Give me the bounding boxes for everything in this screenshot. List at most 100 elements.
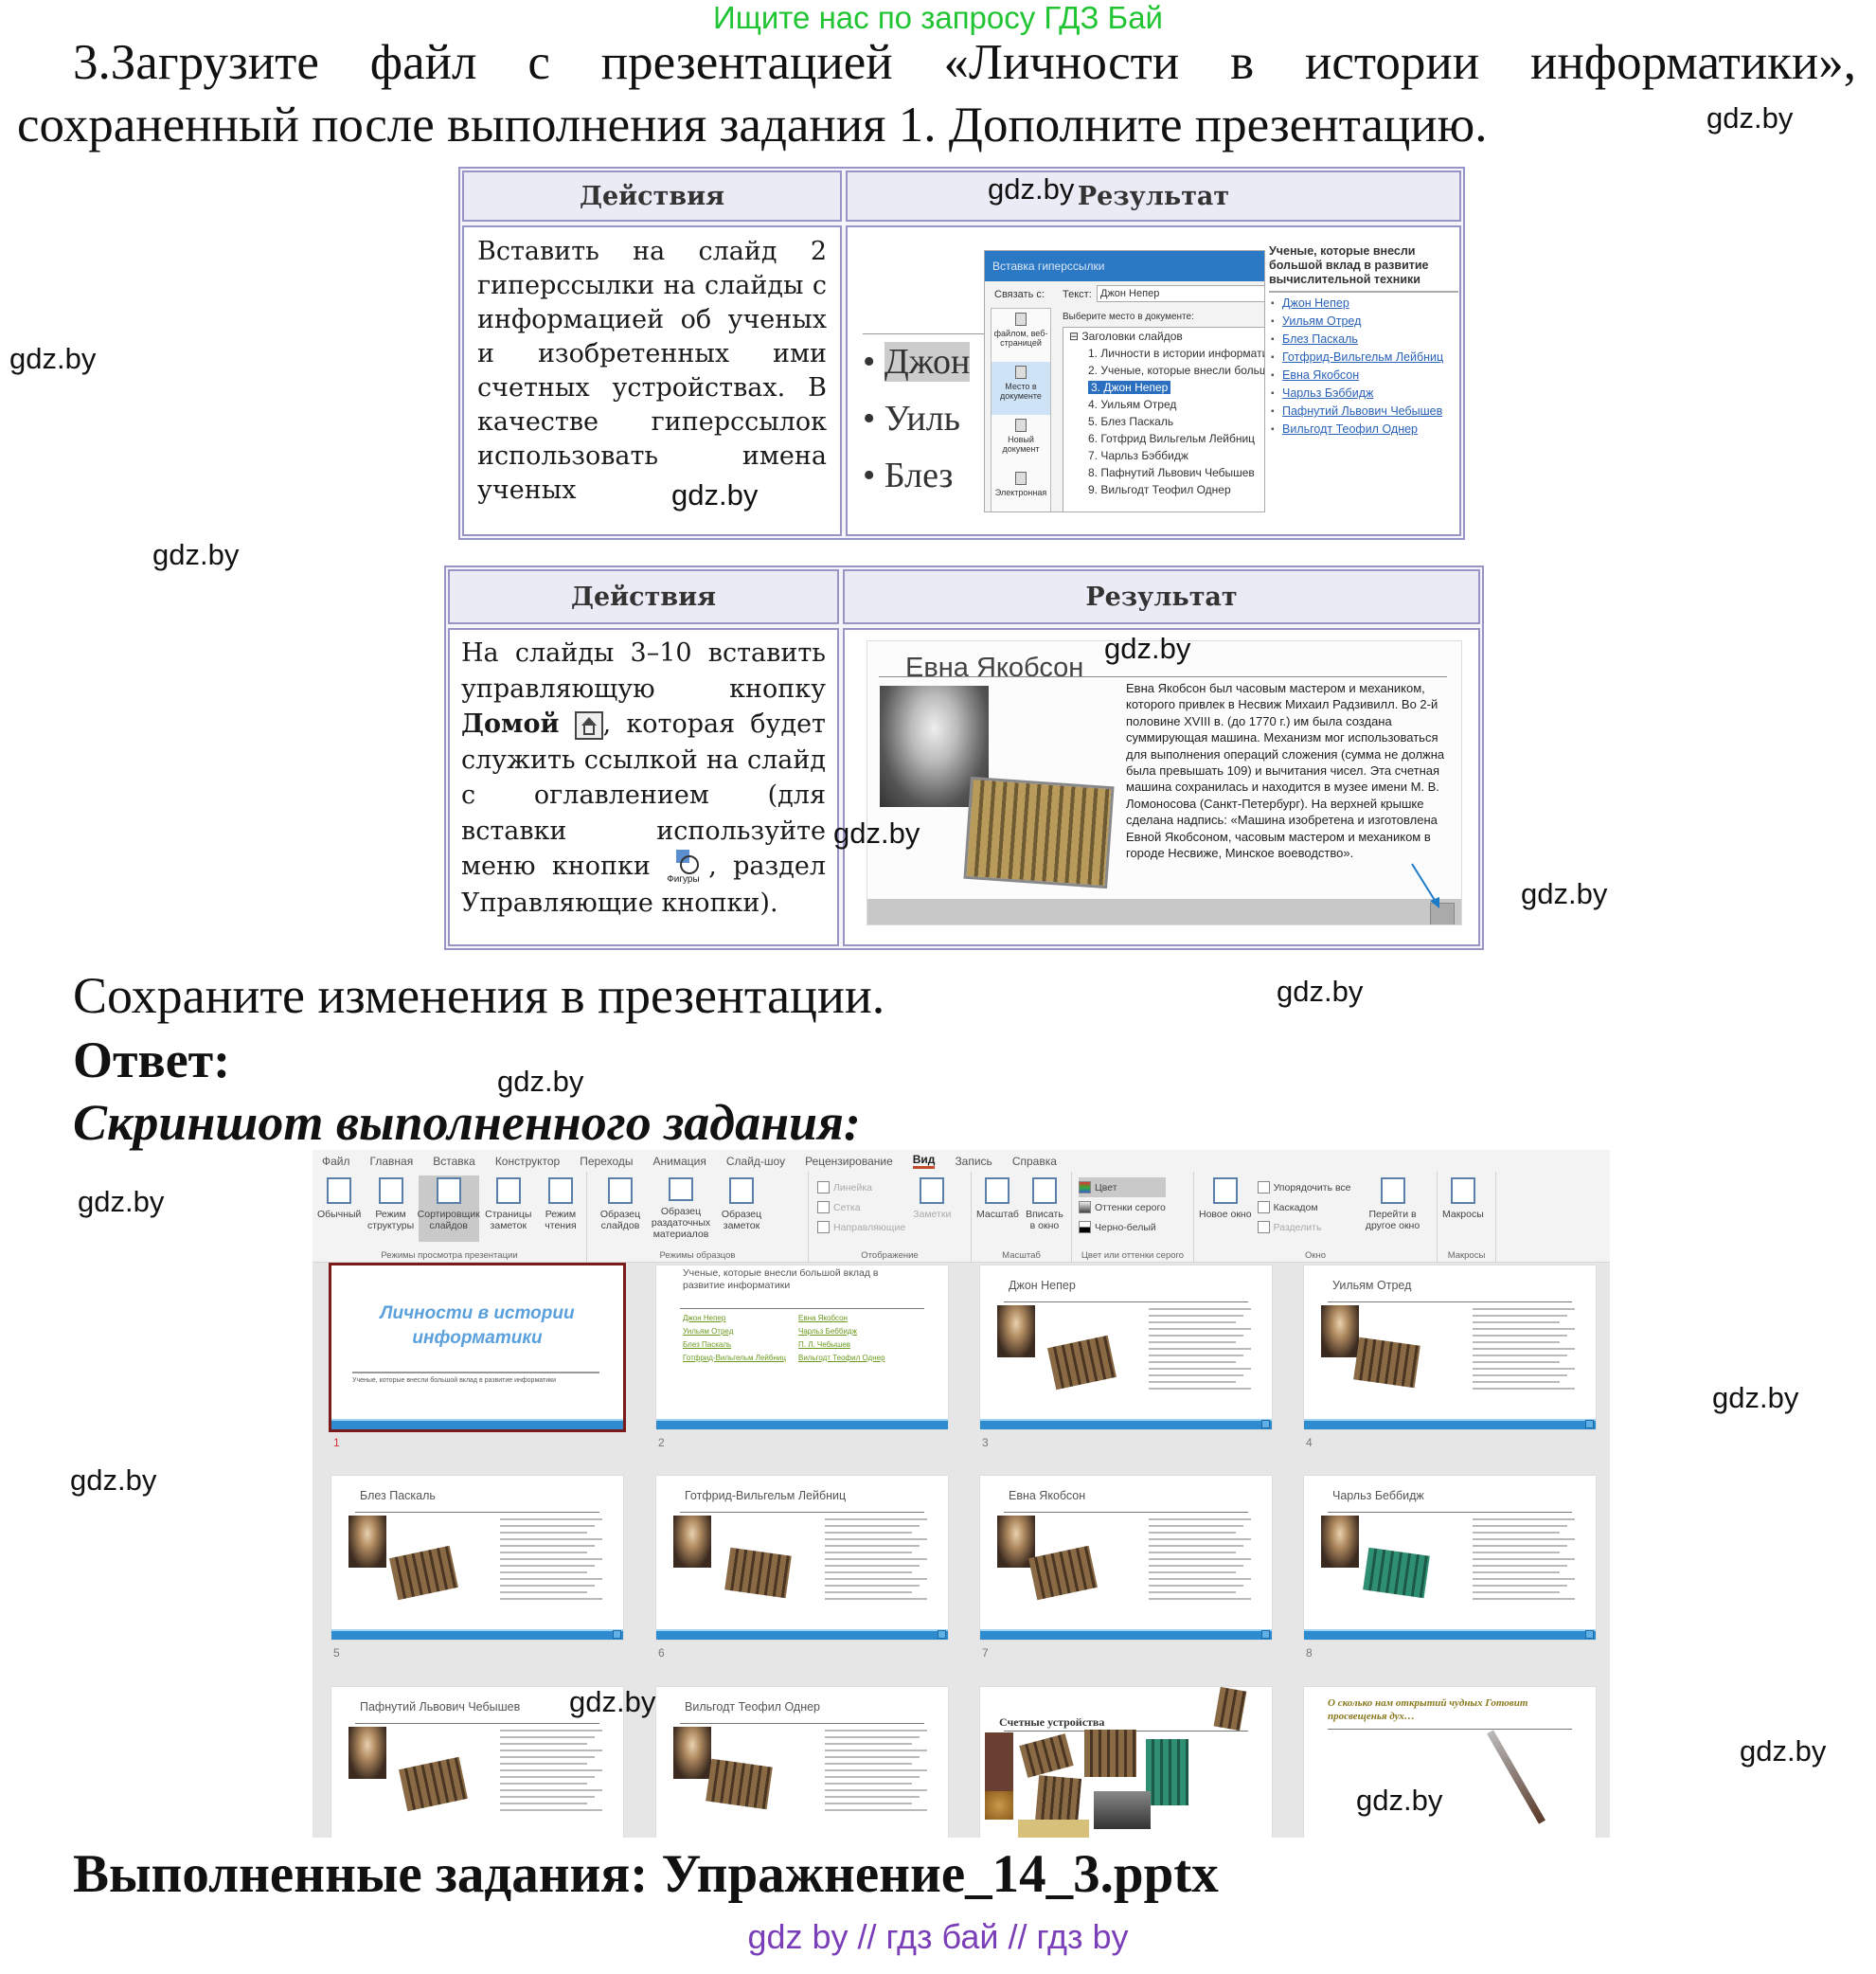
вписать-в-окно-button[interactable]: Вписать в окно xyxy=(1021,1175,1068,1242)
масштаб-button[interactable]: Масштаб xyxy=(974,1175,1021,1242)
search-ad-text: Ищите нас по запросу ГДЗ Бай xyxy=(713,0,1163,35)
text-line xyxy=(500,1538,602,1540)
slide-tree[interactable]: ⊟ Заголовки слайдов 1. Личности в истори… xyxy=(1063,327,1265,511)
watermark: gdz.by xyxy=(671,478,759,511)
цвет-button[interactable]: Цвет xyxy=(1079,1177,1166,1197)
slide-number: 3 xyxy=(982,1436,989,1449)
link-to-nav: файлом, веб-страницей Место в документе … xyxy=(991,308,1051,511)
slide-thumbnail[interactable]: Чарльз Беббидж xyxy=(1304,1476,1596,1640)
slide-thumbnail[interactable]: Евна Якобсон xyxy=(980,1476,1272,1640)
tree-item[interactable]: 4. Уильям Отред xyxy=(1088,398,1177,411)
tab-вид[interactable]: Вид xyxy=(912,1153,936,1169)
home-action-button[interactable] xyxy=(1585,1630,1594,1639)
slide-link[interactable]: Вильгодт Теофил Однер xyxy=(798,1354,885,1362)
slide-link[interactable]: Уильям Отред xyxy=(683,1327,734,1336)
tree-item[interactable]: 8. Пафнутий Львович Чебышев xyxy=(1088,466,1255,479)
nav-email[interactable]: Электронная xyxy=(992,468,1050,511)
scientist-link[interactable]: Чарльз Бэббидж xyxy=(1269,386,1458,401)
scientist-link[interactable]: Джон Непер xyxy=(1269,296,1458,311)
образец-слайдов-button[interactable]: Образец слайдов xyxy=(590,1175,651,1242)
черно-белый-button[interactable]: Черно-белый xyxy=(1079,1217,1166,1237)
text-input[interactable]: Джон Непер xyxy=(1097,285,1264,302)
tree-item[interactable]: 5. Блез Паскаль xyxy=(1088,415,1174,428)
slide-thumbnail[interactable]: Джон Непер xyxy=(980,1265,1272,1429)
tree-item[interactable]: 6. Готфрид Вильгельм Лейбниц xyxy=(1088,432,1256,445)
tab-справка[interactable]: Справка xyxy=(1011,1154,1057,1168)
режим-структуры-button[interactable]: Режим структуры xyxy=(363,1175,418,1242)
scientist-link[interactable]: Готфрид-Вильгельм Лейбниц xyxy=(1269,350,1458,365)
tab-файл[interactable]: Файл xyxy=(322,1154,350,1168)
tab-слайд-шоу[interactable]: Слайд-шоу xyxy=(725,1154,786,1168)
scientist-link[interactable]: Блез Паскаль xyxy=(1269,332,1458,347)
text-line xyxy=(1473,1335,1567,1337)
nav-new-document[interactable]: Новый документ xyxy=(992,415,1050,468)
новое-окно-button[interactable]: Новое окно xyxy=(1197,1175,1254,1242)
tab-рецензирование[interactable]: Рецензирование xyxy=(805,1154,893,1168)
home-action-button[interactable] xyxy=(1261,1420,1270,1428)
button-label: Новое окно xyxy=(1199,1209,1252,1220)
tree-item[interactable]: 7. Чарльз Бэббидж xyxy=(1088,449,1188,462)
slide-link[interactable]: Блез Паскаль xyxy=(683,1340,732,1349)
slide-thumbnail[interactable]: Готфрид-Вильгельм Лейбниц xyxy=(656,1476,948,1640)
slide-thumbnail[interactable]: Счетные устройства xyxy=(980,1687,1272,1838)
образец-раздаточных-материалов-button[interactable]: Образец раздаточных материалов xyxy=(651,1175,711,1242)
slide-thumbnail[interactable]: Ученые, которые внесли большой вклад в р… xyxy=(656,1265,948,1429)
footer-links[interactable]: gdz by // гдз бай // гдз by xyxy=(747,1917,1129,1956)
tab-конструктор[interactable]: Конструктор xyxy=(494,1154,561,1168)
страницы-заметок-button[interactable]: Страницы заметок xyxy=(479,1175,538,1242)
slide-thumbnail[interactable]: Блез Паскаль xyxy=(331,1476,623,1640)
разделить-button[interactable]: Разделить xyxy=(1257,1217,1351,1237)
tab-анимация[interactable]: Анимация xyxy=(652,1154,706,1168)
slide-thumbnail[interactable]: Уильям Отред xyxy=(1304,1265,1596,1429)
макросы-button[interactable]: Макросы xyxy=(1440,1175,1486,1242)
заметки-button[interactable]: Заметки xyxy=(911,1175,953,1242)
button-label: Режим структуры xyxy=(366,1209,415,1231)
tab-переходы[interactable]: Переходы xyxy=(580,1154,634,1168)
tree-item[interactable]: 1. Личности в истории информатики xyxy=(1088,347,1265,360)
tree-item[interactable]: 9. Вильгодт Теофил Однер xyxy=(1088,483,1231,496)
сортировщик-слайдов-button[interactable]: Сортировщик слайдов xyxy=(418,1175,480,1242)
home-action-button[interactable] xyxy=(613,1630,621,1639)
slide-link[interactable]: Джон Непер xyxy=(683,1314,726,1322)
tab-вставка[interactable]: Вставка xyxy=(433,1154,475,1168)
watermark: gdz.by xyxy=(569,1685,656,1718)
home-action-button[interactable] xyxy=(1430,903,1455,924)
scientist-link[interactable]: Евна Якобсон xyxy=(1269,368,1458,383)
образец-заметок-button[interactable]: Образец заметок xyxy=(711,1175,772,1242)
nav-place-in-document[interactable]: Место в документе xyxy=(992,362,1050,415)
slide-link[interactable]: Готфрид-Вильгельм Лейбниц xyxy=(683,1354,786,1362)
scientist-link[interactable]: Пафнутий Львович Чебышев xyxy=(1269,404,1458,419)
перейти-в-другое-окно-icon xyxy=(1380,1177,1405,1204)
slide-thumbnail[interactable]: О сколько нам открытий чудных Готовит пр… xyxy=(1304,1687,1596,1838)
nav-file-web[interactable]: файлом, веб-страницей xyxy=(992,309,1050,362)
text-line xyxy=(1149,1545,1243,1547)
slide-link[interactable]: П. Л. Чебышев xyxy=(798,1340,851,1349)
slide-link[interactable]: Евна Якобсон xyxy=(798,1314,848,1322)
bullet-item: • Джон xyxy=(863,342,971,382)
slide-link[interactable]: Чарльз Беббидж xyxy=(798,1327,857,1336)
перейти-в-другое-окно-button[interactable]: Перейти в другое окно xyxy=(1355,1175,1431,1242)
tab-главная[interactable]: Главная xyxy=(369,1154,414,1168)
scientist-link[interactable]: Уильям Отред xyxy=(1269,314,1458,329)
checkbox-сетка[interactable]: Сетка xyxy=(817,1197,905,1217)
home-action-button[interactable] xyxy=(1585,1420,1594,1428)
обычный-button[interactable]: Обычный xyxy=(315,1175,363,1242)
scientist-link[interactable]: Вильгодт Теофил Однер xyxy=(1269,422,1458,437)
slide-thumbnail[interactable]: Вильгодт Теофил Однер xyxy=(656,1687,948,1838)
tree-item-selected[interactable]: 3. Джон Непер xyxy=(1069,381,1264,398)
slide-thumbnail[interactable]: Пафнутий Львович Чебышев xyxy=(331,1687,623,1838)
режим-чтения-button[interactable]: Режим чтения xyxy=(538,1175,583,1242)
каскадом-button[interactable]: Каскадом xyxy=(1257,1197,1351,1217)
tree-item[interactable]: 2. Ученые, которые внесли большой вклад xyxy=(1088,364,1264,377)
checkbox-направляющие[interactable]: Направляющие xyxy=(817,1217,905,1237)
portrait-image xyxy=(673,1516,711,1568)
checkbox-линейка[interactable]: Линейка xyxy=(817,1177,905,1197)
упорядочить-все-button[interactable]: Упорядочить все xyxy=(1257,1177,1351,1197)
home-action-button[interactable] xyxy=(1261,1630,1270,1639)
tree-root[interactable]: ⊟ Заголовки слайдов xyxy=(1069,330,1183,343)
оттенки-серого-button[interactable]: Оттенки серого xyxy=(1079,1197,1166,1217)
tab-запись[interactable]: Запись xyxy=(955,1154,992,1168)
home-action-button[interactable] xyxy=(938,1630,946,1639)
